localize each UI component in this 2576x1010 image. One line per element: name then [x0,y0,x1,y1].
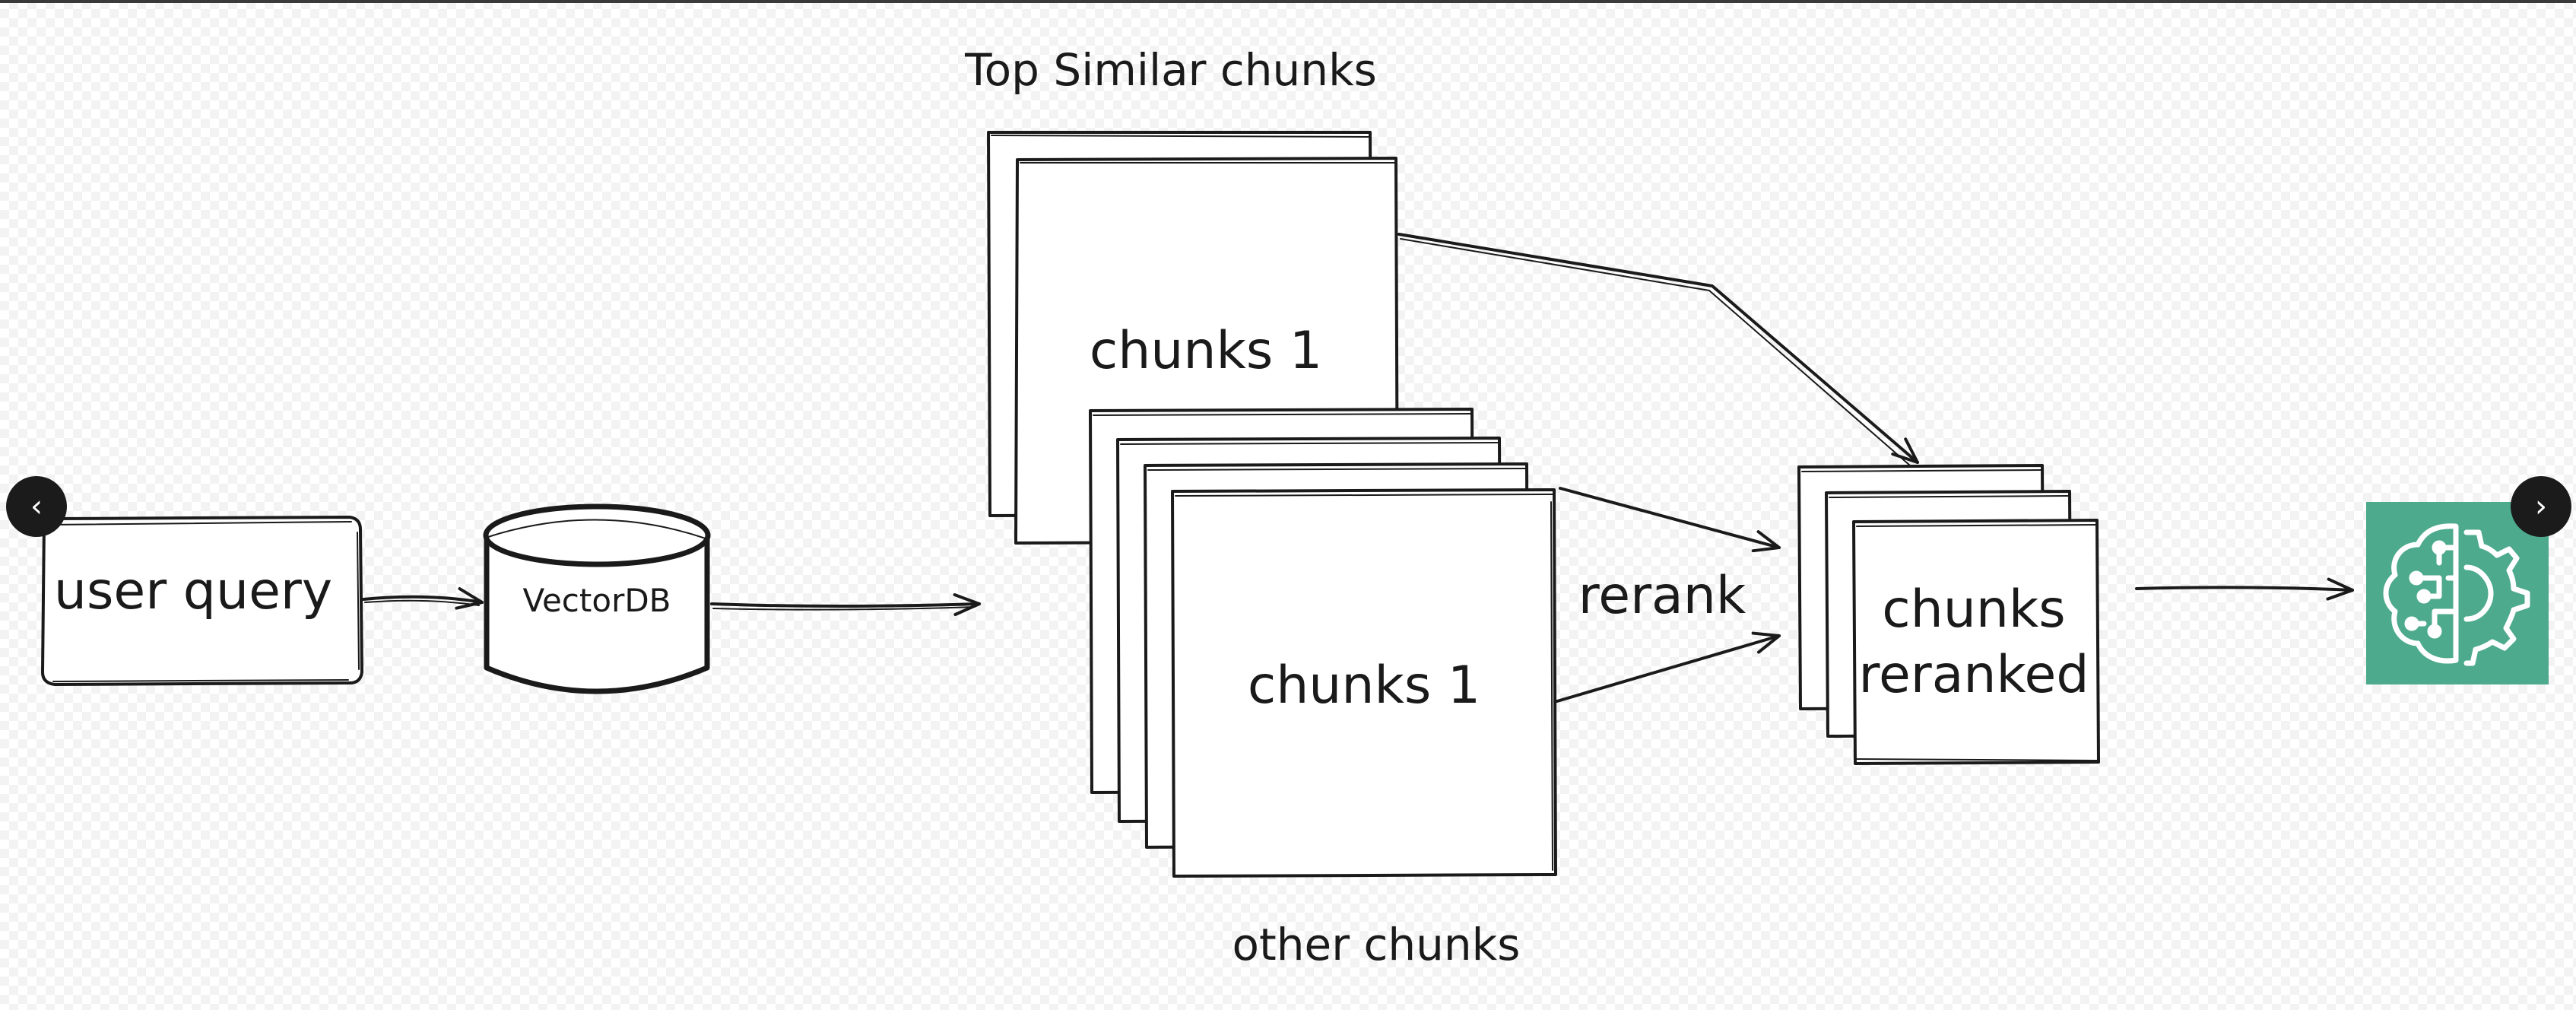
top-border [0,0,2576,3]
prev-button[interactable]: ‹ [6,476,67,537]
other-chunks-caption: other chunks [1232,919,1521,970]
top-similar-heading: Top Similar chunks [964,44,1377,96]
other-chunks-label: chunks 1 [1248,656,1480,716]
reranked-label-line1: chunks [1882,580,2066,640]
arrow-query-to-db [362,587,484,610]
vectordb-label: VectorDB [523,582,671,619]
brain-gear-icon [2366,502,2549,684]
top-chunks-label: chunks 1 [1090,321,1322,381]
other-chunks-stack [1089,408,1557,878]
arrow-top-to-reranked [1397,233,1919,464]
arrow-db-to-chunks [710,593,981,617]
vectordb-node [483,503,711,694]
next-button[interactable]: › [2511,476,2571,537]
reranked-chunks-stack [1797,464,2100,765]
chevron-left-icon: ‹ [30,489,43,524]
arrow-rerank-upper [1559,487,1781,553]
arrow-reranked-to-llm [2135,577,2354,601]
arrow-rerank-lower [1556,631,1781,703]
reranked-label-line2: reranked [1859,645,2089,705]
rerank-label: rerank [1578,566,1746,626]
user-query-label: user query [54,561,332,621]
chevron-right-icon: › [2535,489,2547,524]
